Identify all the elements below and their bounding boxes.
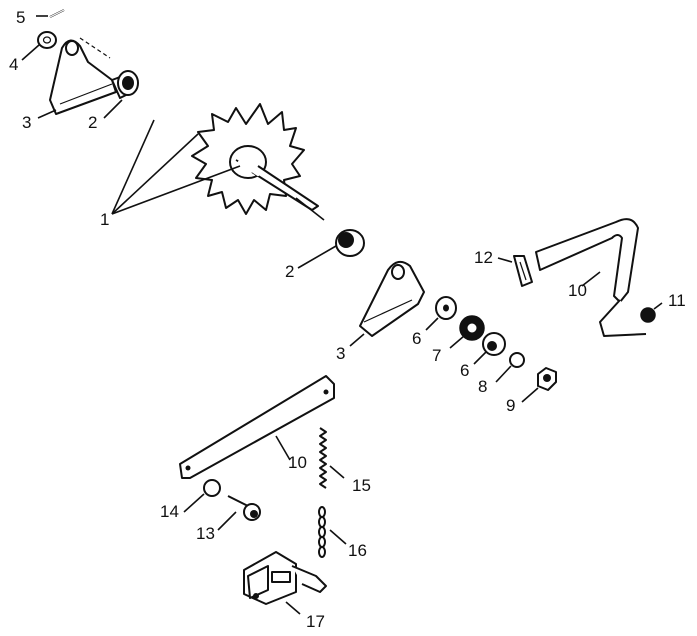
callout-2-middle: 2 bbox=[285, 262, 294, 281]
part-11-nut bbox=[640, 302, 663, 323]
part-12-link bbox=[497, 255, 533, 287]
callout-labels: 5 4 3 2 1 2 12 10 11 3 6 7 6 8 9 10 15 1… bbox=[9, 8, 686, 631]
callout-6-a: 6 bbox=[412, 329, 421, 348]
callout-12: 12 bbox=[474, 248, 493, 267]
part-10-bar bbox=[179, 375, 335, 479]
callout-15: 15 bbox=[352, 476, 371, 495]
part-3-bracket-middle bbox=[349, 260, 425, 347]
callout-5: 5 bbox=[16, 8, 25, 27]
callout-17: 17 bbox=[306, 612, 325, 631]
callout-6-b: 6 bbox=[460, 361, 469, 380]
part-7-bearing bbox=[449, 315, 485, 349]
callout-2-top: 2 bbox=[88, 113, 97, 132]
callout-4: 4 bbox=[9, 55, 18, 74]
callout-13: 13 bbox=[196, 524, 215, 543]
part-15-spring bbox=[319, 427, 345, 489]
callout-8: 8 bbox=[478, 377, 487, 396]
part-3-bracket-top bbox=[37, 37, 117, 119]
part-1-sprocket-shaft bbox=[111, 103, 325, 221]
callout-10-upper: 10 bbox=[568, 281, 587, 300]
callout-3-top: 3 bbox=[22, 113, 31, 132]
callout-16: 16 bbox=[348, 541, 367, 560]
part-9-hex-nut bbox=[521, 367, 557, 403]
part-17-counter bbox=[243, 551, 327, 615]
part-2-bushing-top bbox=[103, 70, 139, 119]
callout-7: 7 bbox=[432, 346, 441, 365]
part-6-washer-a bbox=[425, 296, 457, 331]
part-16-chain bbox=[318, 506, 347, 558]
part-6-washer-b bbox=[473, 332, 506, 365]
part-5-cotter-pin bbox=[36, 9, 65, 18]
part-4-washer bbox=[21, 31, 57, 61]
callout-10-lower: 10 bbox=[288, 453, 307, 472]
part-8-lock-washer bbox=[495, 352, 525, 383]
callout-1: 1 bbox=[100, 210, 109, 229]
callout-11: 11 bbox=[668, 291, 686, 310]
part-10-lever-arm bbox=[535, 218, 647, 337]
callout-14: 14 bbox=[160, 502, 179, 521]
part-13-shoulder-bolt bbox=[217, 495, 261, 531]
callout-3-middle: 3 bbox=[336, 344, 345, 363]
part-2-bushing-middle bbox=[297, 229, 365, 269]
callout-9: 9 bbox=[506, 396, 515, 415]
part-14-spacer bbox=[183, 479, 221, 513]
